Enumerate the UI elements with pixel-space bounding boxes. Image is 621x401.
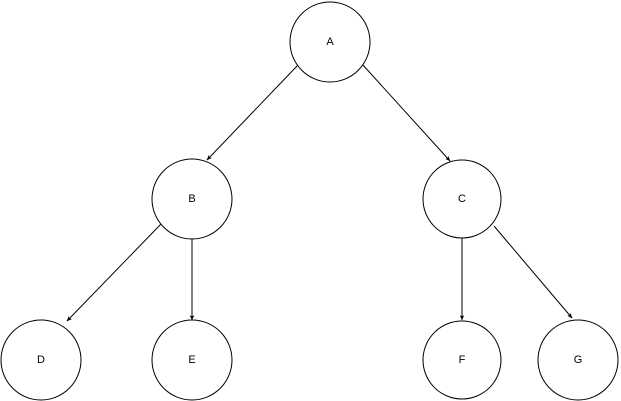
node-e[interactable]: E (151, 319, 233, 401)
node-c[interactable]: C (422, 159, 502, 239)
edge-c-to-g (493, 225, 573, 319)
node-e-circle[interactable] (151, 319, 233, 401)
node-a[interactable]: A (289, 1, 371, 83)
edge-b-to-d (66, 223, 162, 322)
node-g-circle[interactable] (537, 319, 619, 401)
node-f-circle[interactable] (422, 320, 502, 400)
edges-layer (66, 63, 573, 322)
node-b[interactable]: B (151, 158, 233, 240)
node-a-circle[interactable] (289, 1, 371, 83)
node-c-circle[interactable] (422, 159, 502, 239)
node-f[interactable]: F (422, 320, 502, 400)
node-d[interactable]: D (0, 319, 82, 401)
edge-a-to-c (361, 63, 451, 162)
edge-a-to-b (206, 64, 299, 161)
node-g[interactable]: G (537, 319, 619, 401)
node-d-circle[interactable] (0, 319, 82, 401)
node-b-circle[interactable] (151, 158, 233, 240)
